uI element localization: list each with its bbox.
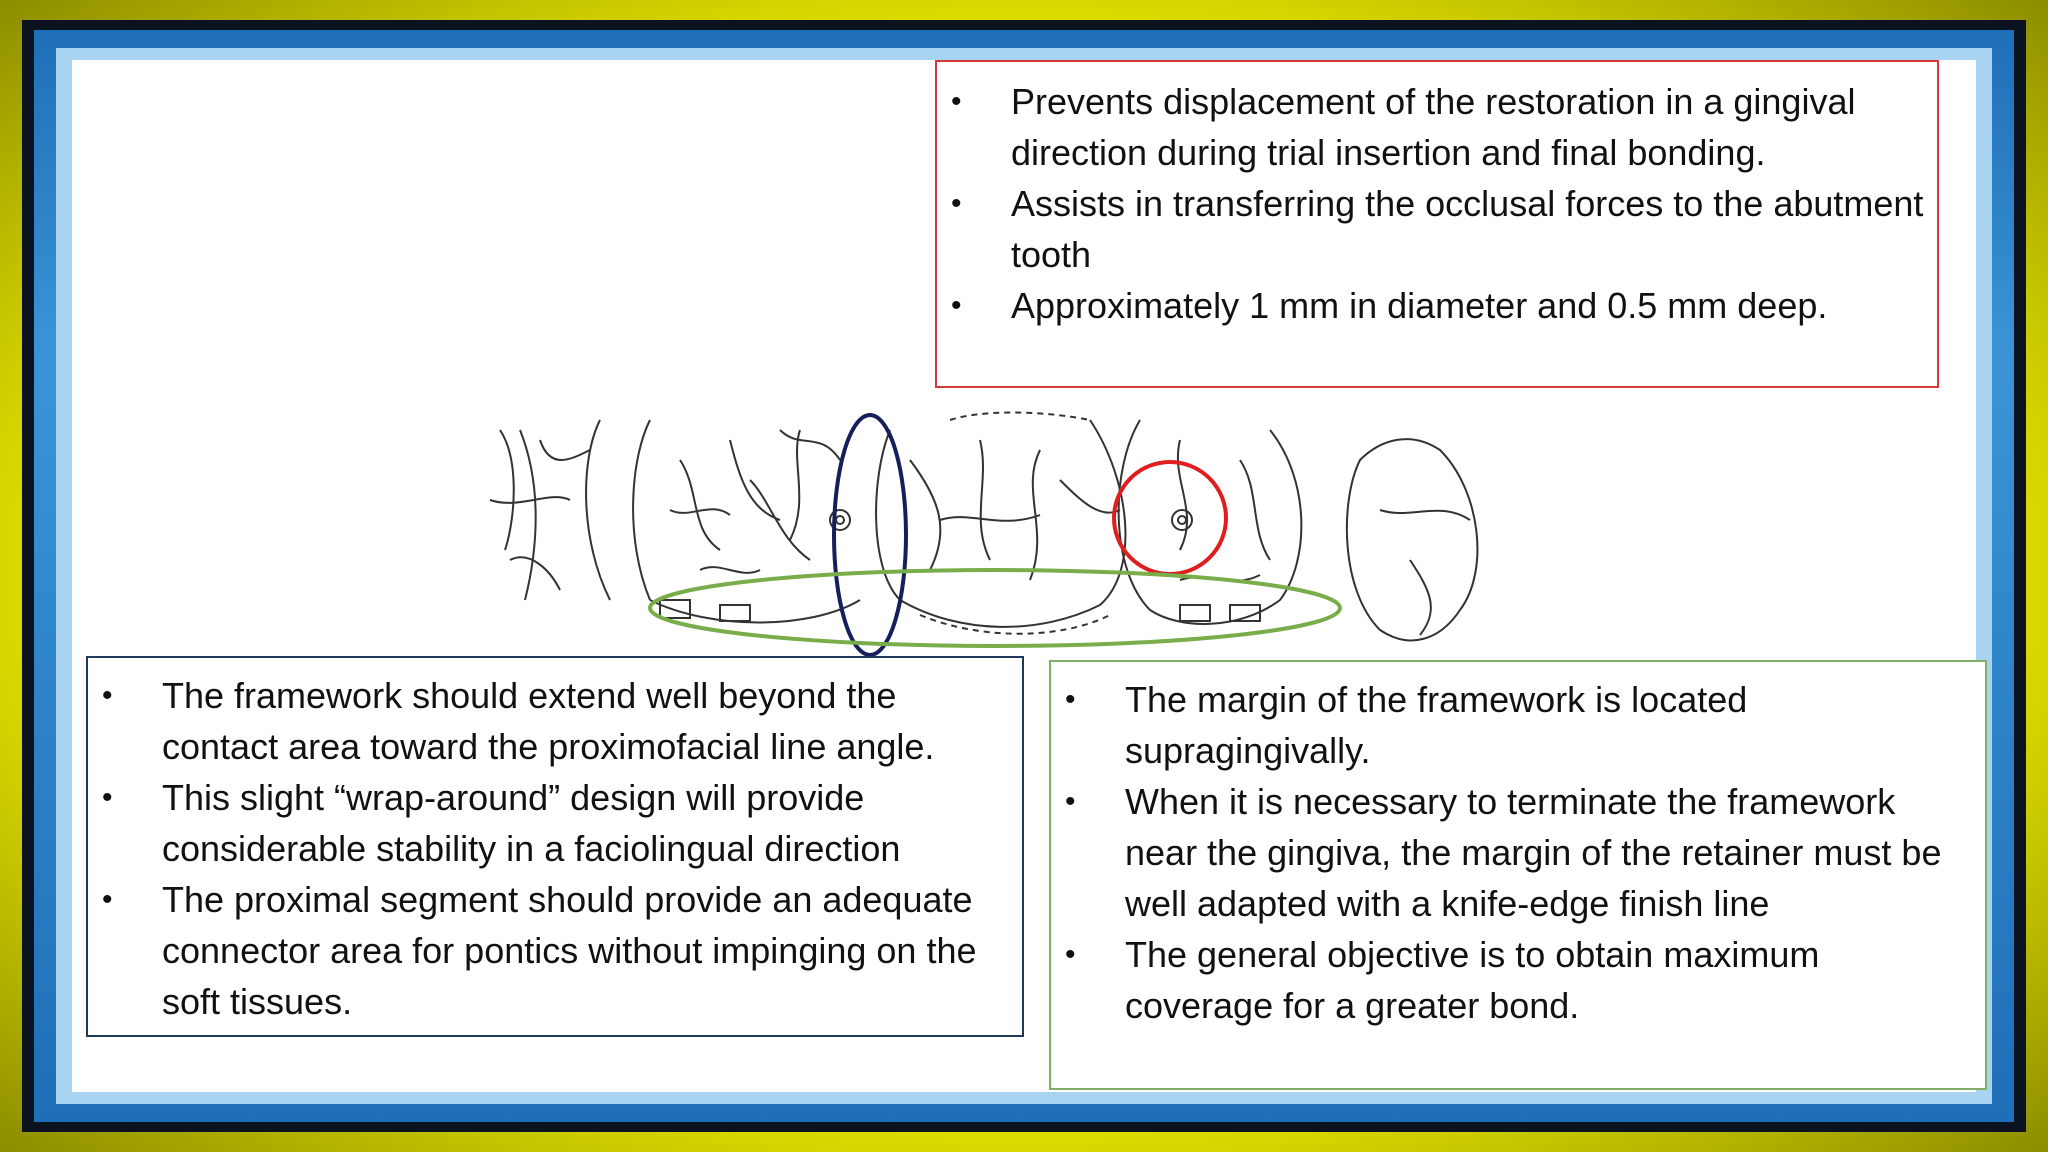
bullet-item: Approximately 1 mm in diameter and 0.5 m… [937, 280, 1927, 331]
bullet-item: Prevents displacement of the restoration… [937, 76, 1927, 178]
margin-box: The margin of the framework is located s… [1049, 660, 1987, 1090]
bullet-item: The framework should extend well beyond … [88, 670, 1012, 772]
bullet-item: When it is necessary to terminate the fr… [1051, 776, 1975, 929]
red-circle-marker [1112, 460, 1228, 576]
bullet-item: The proximal segment should provide an a… [88, 874, 1012, 1027]
teeth-illustration [489, 411, 1479, 657]
rest-seat-box: Prevents displacement of the restoration… [935, 60, 1939, 388]
wrap-around-box: The framework should extend well beyond … [86, 656, 1024, 1037]
navy-ellipse-marker [832, 413, 908, 657]
green-ellipse-marker [648, 568, 1342, 648]
teeth-line-art [489, 411, 1479, 642]
bullet-item: The general objective is to obtain maxim… [1051, 929, 1975, 1031]
bullet-item: This slight “wrap-around” design will pr… [88, 772, 1012, 874]
bullet-item: Assists in transferring the occlusal for… [937, 178, 1927, 280]
bullet-item: The margin of the framework is located s… [1051, 674, 1975, 776]
wrap-around-bullets: The framework should extend well beyond … [88, 670, 1012, 1027]
margin-bullets: The margin of the framework is located s… [1051, 674, 1975, 1031]
rest-seat-bullets: Prevents displacement of the restoration… [937, 76, 1927, 331]
